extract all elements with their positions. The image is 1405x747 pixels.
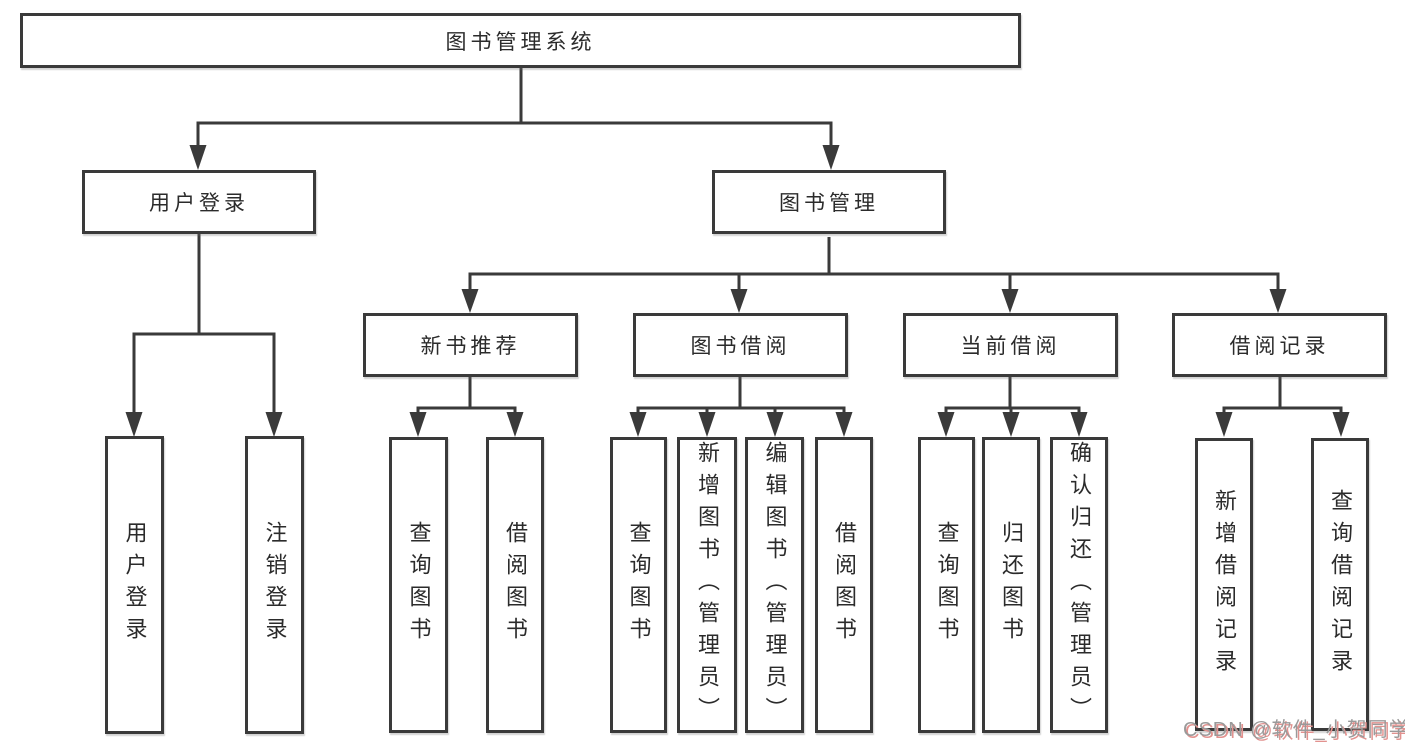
node-book-borrowing: 图书借阅	[633, 313, 848, 377]
node-borrowing-records: 借阅记录	[1172, 313, 1387, 377]
connector-book-management-children	[461, 237, 1287, 313]
node-borrowing-records-label: 借阅记录	[1229, 335, 1330, 358]
leaf-search-books-current-label: 查询图书	[934, 521, 960, 649]
leaf-user-login: 用户登录	[105, 436, 164, 734]
leaf-user-login-label: 用户登录	[122, 521, 148, 649]
connector-current-borrowing-children	[937, 377, 1088, 437]
leaf-borrow-books-borrowing-label: 借阅图书	[832, 521, 857, 649]
leaf-confirm-return-admin-label: 确认归还（管理员）	[1067, 441, 1092, 729]
leaf-edit-books-admin: 编辑图书（管理员）	[745, 437, 804, 733]
leaf-search-books-recommend: 查询图书	[389, 437, 448, 733]
leaf-search-borrow-record: 查询借阅记录	[1311, 438, 1369, 731]
leaf-borrow-books-borrowing: 借阅图书	[815, 437, 873, 733]
leaf-search-books-borrowing: 查询图书	[610, 437, 667, 733]
node-new-book-recommendation: 新书推荐	[363, 313, 578, 377]
leaf-borrow-books-recommend-label: 借阅图书	[503, 521, 528, 649]
leaf-edit-books-admin-label: 编辑图书（管理员）	[762, 441, 788, 729]
node-user-login-label: 用户登录	[149, 192, 249, 215]
leaf-logout-label: 注销登录	[262, 521, 288, 649]
node-current-borrowing-label: 当前借阅	[960, 335, 1061, 358]
leaf-confirm-return-admin: 确认归还（管理员）	[1050, 437, 1108, 733]
leaf-add-books-admin-label: 新增图书（管理员）	[695, 441, 720, 729]
leaf-borrow-books-recommend: 借阅图书	[486, 437, 544, 733]
connector-new-book-children	[409, 377, 524, 437]
connector-root-to-level2	[189, 68, 840, 170]
node-book-management-label: 图书管理	[779, 192, 879, 215]
leaf-return-books: 归还图书	[982, 437, 1040, 733]
connector-borrowing-records-children	[1215, 377, 1350, 437]
leaf-logout: 注销登录	[245, 436, 304, 734]
node-user-login: 用户登录	[82, 170, 316, 234]
leaf-add-borrow-record-label: 新增借阅记录	[1212, 488, 1237, 681]
leaf-add-borrow-record: 新增借阅记录	[1195, 438, 1253, 731]
node-root: 图书管理系统	[20, 13, 1021, 68]
connector-book-borrowing-children	[629, 377, 853, 437]
node-root-label: 图书管理系统	[445, 30, 596, 54]
node-book-borrowing-label: 图书借阅	[690, 335, 791, 358]
leaf-add-books-admin: 新增图书（管理员）	[677, 437, 737, 733]
leaf-search-books-recommend-label: 查询图书	[406, 521, 432, 649]
csdn-watermark: CSDN @软件_小贺同学	[1183, 719, 1405, 741]
leaf-return-books-label: 归还图书	[999, 521, 1024, 649]
connector-user-login-children	[125, 234, 283, 437]
leaf-search-books-current: 查询图书	[918, 437, 975, 733]
node-book-management: 图书管理	[712, 170, 946, 234]
node-current-borrowing: 当前借阅	[903, 313, 1118, 377]
node-new-book-recommendation-label: 新书推荐	[420, 335, 521, 358]
leaf-search-borrow-record-label: 查询借阅记录	[1328, 488, 1353, 681]
leaf-search-books-borrowing-label: 查询图书	[626, 521, 652, 649]
